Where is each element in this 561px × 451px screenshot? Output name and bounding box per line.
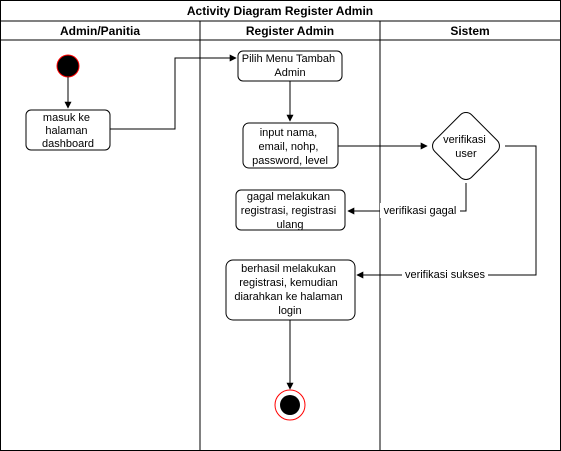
activity-success-text: berhasil melakukan registrasi, kemudian … xyxy=(234,263,345,317)
activity-fail-text: gagal melakukan registrasi, registrasi u… xyxy=(241,191,339,231)
decision-verify-text: verifikasi user xyxy=(443,134,489,160)
edge-label-success: verifikasi sukses xyxy=(405,269,486,281)
lane-title-register: Register Admin xyxy=(246,24,334,38)
lane-title-admin: Admin/Panitia xyxy=(60,24,140,38)
edge-label-success-bg xyxy=(402,267,488,282)
lane-title-sistem: Sistem xyxy=(450,24,489,38)
end-node-inner xyxy=(280,395,300,415)
diagram-title: Activity Diagram Register Admin xyxy=(187,4,373,18)
activity-dashboard-text: masuk ke halaman dashboard xyxy=(42,112,94,150)
edge-dashboard-menu xyxy=(110,54,237,130)
decision-verify xyxy=(432,112,500,180)
activity-input-text: input nama, email, nohp, password, level xyxy=(252,127,328,167)
edge-label-fail: verifikasi gagal xyxy=(384,205,457,217)
activity-menu-text: Pilih Menu Tambah Admin xyxy=(242,53,338,79)
activity-fail xyxy=(235,189,346,231)
activity-dashboard xyxy=(25,109,111,151)
edge-label-fail-bg xyxy=(380,203,460,218)
start-node xyxy=(56,54,80,78)
